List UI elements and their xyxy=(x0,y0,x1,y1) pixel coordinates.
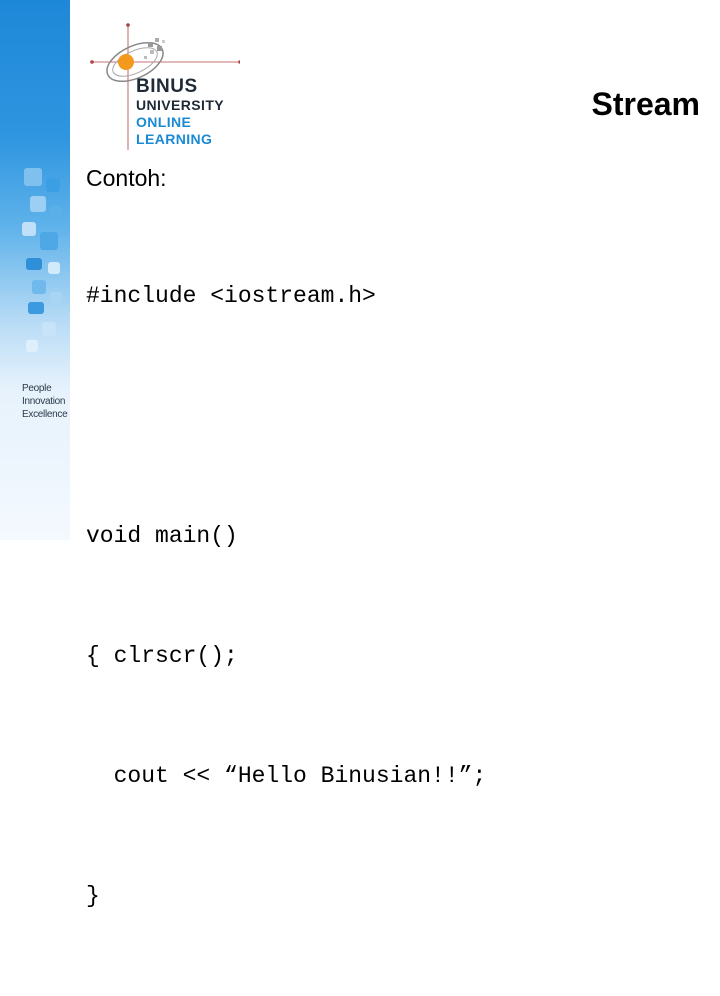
logo-online: ONLINE xyxy=(136,114,192,130)
tagline-innovation: Innovation xyxy=(22,396,66,407)
logo-learning: LEARNING xyxy=(136,131,213,147)
code-line: } xyxy=(86,883,100,909)
logo-binus: BINUS xyxy=(136,76,198,97)
logo-university: UNIVERSITY xyxy=(136,97,225,113)
code-line xyxy=(86,396,706,436)
tagline-excellence: Excellence xyxy=(22,409,68,420)
slide-title: Stream xyxy=(591,86,701,122)
code-line: { clrscr(); xyxy=(86,643,238,669)
left-decorative-strip xyxy=(0,0,70,540)
code-line: #include <iostream.h> xyxy=(86,283,376,309)
code-block: #include <iostream.h> void main() { clrs… xyxy=(86,196,706,996)
slide-content: Contoh: #include <iostream.h> void main(… xyxy=(86,160,706,996)
tagline-people: People xyxy=(22,383,52,394)
code-line: cout << “Hello Binusian!!”; xyxy=(86,763,487,789)
binus-logo-mark xyxy=(90,23,240,150)
tagline: People Innovation Excellence xyxy=(22,382,70,421)
code-line: void main() xyxy=(86,523,238,549)
intro-text: Contoh: xyxy=(86,165,167,191)
binus-logo-text: BINUS UNIVERSITY ONLINE LEARNING xyxy=(136,77,224,148)
